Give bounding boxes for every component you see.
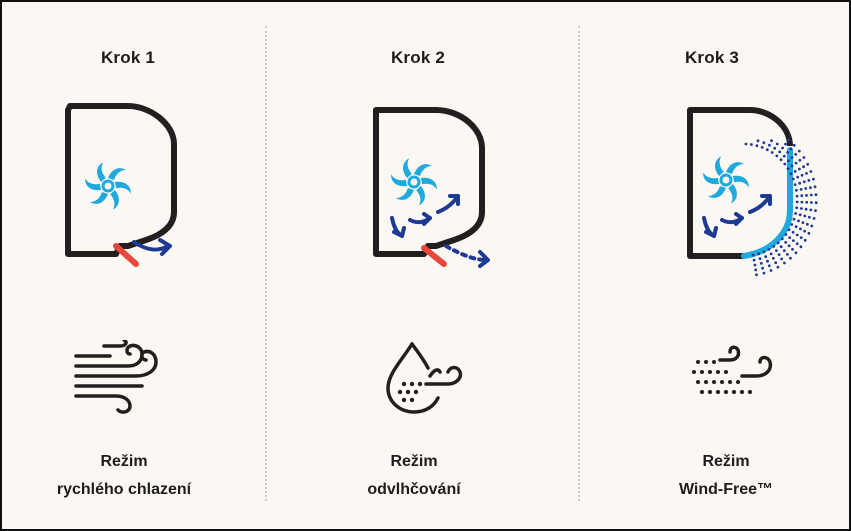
ac-unit-wind-free-icon bbox=[687, 107, 818, 277]
column-divider bbox=[265, 26, 267, 501]
fan-icon bbox=[703, 156, 749, 204]
fan-icon bbox=[391, 158, 437, 206]
mode-label-line2: Wind-Free™ bbox=[678, 481, 774, 498]
step-title: Krok 1 bbox=[100, 48, 156, 67]
mode-label-line1: Režim bbox=[702, 453, 750, 470]
column-divider bbox=[578, 26, 580, 501]
wind-icon bbox=[74, 340, 158, 414]
mode-label-line1: Režim bbox=[390, 453, 438, 470]
water-drop-icon bbox=[386, 342, 463, 414]
ac-unit-fast-cooling-icon bbox=[65, 103, 177, 267]
mode-label-line2: odvlhčování bbox=[367, 481, 461, 498]
step-title: Krok 2 bbox=[390, 48, 446, 67]
fan-icon bbox=[85, 162, 131, 210]
wind-free-breeze-icon bbox=[692, 345, 773, 394]
ac-unit-dehumidify-icon bbox=[373, 107, 490, 268]
mode-label-line2: rychlého chlazení bbox=[56, 481, 192, 498]
mode-label: Režim odvlhčování bbox=[272, 448, 556, 504]
step-2: Krok 2 bbox=[292, 2, 576, 529]
mode-label: Režim rychlého chlazení bbox=[2, 448, 266, 504]
mode-label-line1: Režim bbox=[100, 453, 148, 470]
mode-label: Režim Wind-Free™ bbox=[584, 448, 849, 504]
step-1: Krok 1 bbox=[2, 2, 286, 529]
flap-icon bbox=[421, 245, 447, 267]
step-title: Krok 3 bbox=[684, 48, 740, 67]
micro-air-holes-icon bbox=[744, 138, 818, 277]
flap-icon bbox=[113, 243, 139, 267]
step-3: Krok 3 bbox=[590, 2, 849, 529]
